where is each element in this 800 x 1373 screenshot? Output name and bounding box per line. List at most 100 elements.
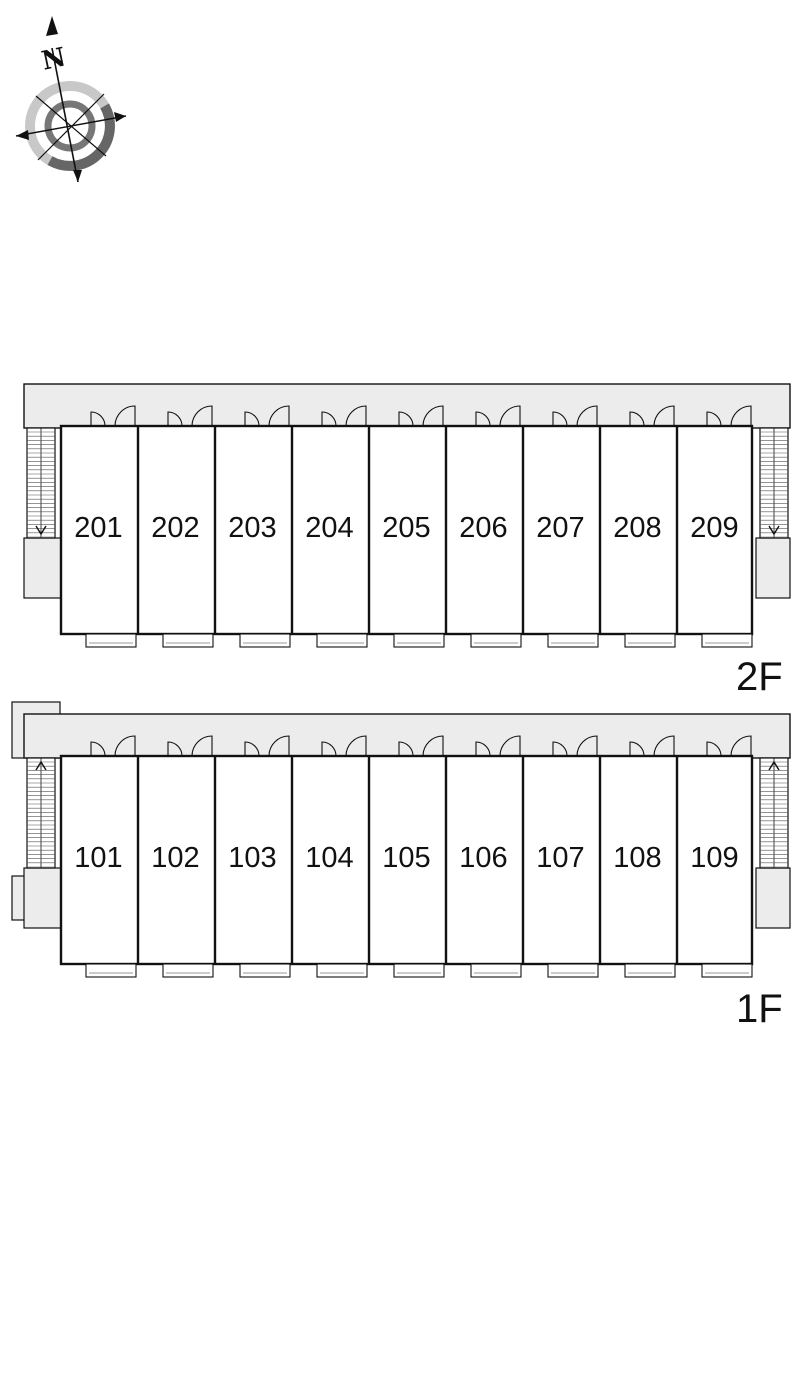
- door-swing-small: [398, 411, 414, 427]
- stair-direction-icon: [768, 525, 780, 536]
- unit-207[interactable]: 207: [521, 405, 599, 648]
- floor-2f-plan: 201 202 203 204 205 206 207 208 209: [23, 383, 791, 648]
- unit-101[interactable]: 101: [74, 735, 137, 978]
- balcony: [701, 633, 753, 648]
- stair-landing-left: [23, 537, 63, 599]
- door-swing: [191, 735, 213, 757]
- door-swing: [422, 405, 444, 427]
- floor-1f-plan: 101 102 103 104 105 106 107 108 109: [11, 701, 791, 978]
- door-swing-small: [552, 741, 568, 757]
- stair-landing-right: [755, 537, 791, 599]
- stair-direction-icon: [768, 760, 780, 771]
- door-swing: [730, 405, 752, 427]
- staircase-left: [26, 427, 56, 539]
- door-swing-small: [629, 411, 645, 427]
- door-swing-small: [552, 411, 568, 427]
- unit-108[interactable]: 108: [598, 735, 676, 978]
- unit-number-label: 102: [151, 842, 199, 874]
- door-swing: [653, 405, 675, 427]
- door-swing-small: [706, 411, 722, 427]
- unit-number-label: 206: [459, 512, 507, 544]
- door-swing-small: [321, 741, 337, 757]
- door-swing-small: [321, 411, 337, 427]
- unit-204[interactable]: 204: [290, 405, 368, 648]
- unit-107[interactable]: 107: [521, 735, 599, 978]
- balcony: [393, 633, 445, 648]
- unit-number-label: 205: [382, 512, 430, 544]
- staircase-right: [759, 757, 789, 869]
- unit-number-label: 207: [536, 512, 584, 544]
- building-outline: [59, 424, 754, 636]
- unit-number-label: 109: [690, 842, 738, 874]
- unit-number-label: 106: [459, 842, 507, 874]
- door-swing-small: [398, 741, 414, 757]
- building-outline: [59, 754, 754, 966]
- door-swing: [268, 735, 290, 757]
- unit-number-label: 103: [228, 842, 276, 874]
- balcony: [316, 963, 368, 978]
- unit-103[interactable]: 103: [213, 735, 291, 978]
- balcony: [624, 633, 676, 648]
- door-swing-small: [475, 411, 491, 427]
- balcony: [470, 963, 522, 978]
- stair-direction-icon: [35, 525, 47, 536]
- door-swing: [499, 735, 521, 757]
- compass-north-label: N: [39, 42, 68, 76]
- unit-209[interactable]: 209: [675, 405, 753, 648]
- balcony: [701, 963, 753, 978]
- balcony: [85, 963, 137, 978]
- compass-inner-ring: [44, 100, 96, 152]
- unit-206[interactable]: 206: [444, 405, 522, 648]
- balcony: [547, 963, 599, 978]
- door-swing: [345, 735, 367, 757]
- balcony: [85, 633, 137, 648]
- door-swing: [499, 405, 521, 427]
- unit-205[interactable]: 205: [367, 405, 445, 648]
- door-swing-small: [90, 411, 106, 427]
- unit-109[interactable]: 109: [675, 735, 753, 978]
- unit-number-label: 202: [151, 512, 199, 544]
- door-swing: [653, 735, 675, 757]
- stair-direction-icon: [35, 760, 47, 771]
- door-swing: [114, 735, 136, 757]
- unit-number-label: 203: [228, 512, 276, 544]
- north-arrow-icon: [46, 16, 58, 36]
- door-swing-small: [167, 741, 183, 757]
- door-swing-small: [90, 741, 106, 757]
- door-swing-small: [244, 741, 260, 757]
- unit-number-label: 208: [613, 512, 661, 544]
- unit-202[interactable]: 202: [136, 405, 214, 648]
- balcony: [624, 963, 676, 978]
- unit-number-label: 105: [382, 842, 430, 874]
- door-swing: [730, 735, 752, 757]
- unit-203[interactable]: 203: [213, 405, 291, 648]
- stair-landing-left: [23, 867, 63, 929]
- unit-104[interactable]: 104: [290, 735, 368, 978]
- unit-105[interactable]: 105: [367, 735, 445, 978]
- floor-label-2f: 2F: [736, 655, 783, 699]
- unit-106[interactable]: 106: [444, 735, 522, 978]
- balcony: [470, 633, 522, 648]
- door-swing: [268, 405, 290, 427]
- door-swing: [576, 735, 598, 757]
- unit-number-label: 101: [74, 842, 122, 874]
- balcony: [162, 963, 214, 978]
- unit-number-label: 108: [613, 842, 661, 874]
- unit-102[interactable]: 102: [136, 735, 214, 978]
- unit-number-label: 204: [305, 512, 353, 544]
- door-swing-small: [629, 741, 645, 757]
- door-swing-small: [475, 741, 491, 757]
- corridor: [23, 383, 791, 429]
- door-swing: [576, 405, 598, 427]
- unit-number-label: 104: [305, 842, 353, 874]
- door-swing: [191, 405, 213, 427]
- door-swing-small: [167, 411, 183, 427]
- unit-208[interactable]: 208: [598, 405, 676, 648]
- balcony: [162, 633, 214, 648]
- unit-201[interactable]: 201: [74, 405, 137, 648]
- stair-landing-right: [755, 867, 791, 929]
- unit-number-label: 201: [74, 512, 122, 544]
- door-swing: [345, 405, 367, 427]
- staircase-right: [759, 427, 789, 539]
